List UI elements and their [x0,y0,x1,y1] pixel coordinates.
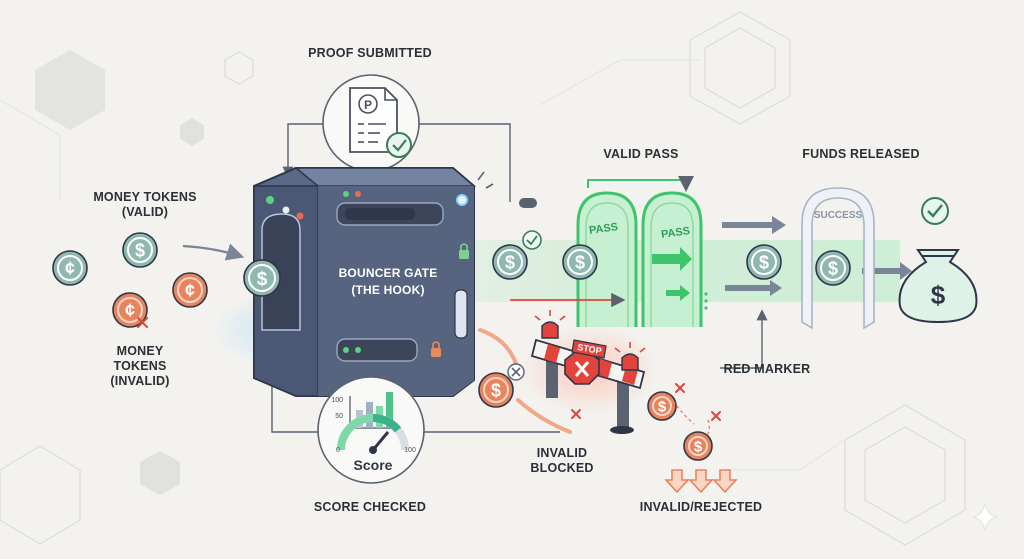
coin-symbol: $ [575,252,585,272]
cent-coin-icon: ¢ [172,272,208,308]
coin-symbol: ¢ [185,280,195,300]
dollar-coin-icon: $ [243,259,281,297]
reject-down-arrows [664,469,738,494]
toggle-indicator [519,198,537,208]
stop-barrier: STOP [530,310,646,434]
rejection-marks [137,317,721,421]
coin-symbol: $ [828,258,838,278]
coin-symbol: $ [759,252,769,272]
stop-sign-text: STOP [577,342,603,356]
invalid-tokens: ¢ ¢ $ $ $ [112,272,713,461]
gauge-tick-mid: 50 [335,413,343,420]
coin-symbol: $ [694,438,703,455]
dollar-coin-icon: $ [562,244,598,280]
valid-check-icon [522,230,542,250]
dollar-coin-icon: $ [478,372,514,408]
coin-symbol: $ [135,240,145,260]
arrow-into-gate [182,243,245,261]
pass-sign-1: PASS [588,221,619,237]
score-text: Score [354,457,393,473]
success-gate: SUCCESS [801,187,875,330]
label-valid-pass: VALID PASS [603,147,679,161]
coin-symbol: ¢ [125,300,135,320]
label-bouncer-gate: BOUNCER GATE (THE HOOK) [338,266,438,297]
coin-symbol: $ [257,269,268,290]
pass-sign-2: PASS [660,225,691,241]
dollar-coin-icon: $ [122,232,158,268]
reject-dashed-paths [669,395,711,439]
coin-symbol: $ [491,380,501,400]
score-gauge: 100 50 0 100 Score [317,376,425,484]
coin-symbol: $ [505,252,515,272]
valid-tokens: ¢ $ $ $ $ $ $ [52,232,851,297]
proof-submitted-icon: P [322,74,420,172]
gauge-tick-max: 100 [404,447,416,454]
dollar-coin-icon: $ [815,250,851,286]
coin-symbol: $ [658,398,667,415]
proof-letter: P [364,98,372,112]
success-sign: SUCCESS [814,210,863,221]
background-lines [0,59,846,471]
label-red-marker: RED MARKER [723,362,811,376]
dollar-coin-icon: $ [492,244,528,280]
cent-coin-icon: ¢ [52,250,88,286]
money-bag-dollar: $ [931,280,946,310]
label-invalid-blocked: INVALID BLOCKED [530,446,594,475]
label-money-tokens-invalid: MONEY TOKENS (INVALID) [110,344,170,388]
coin-symbol: ¢ [65,258,75,278]
label-money-tokens-valid: MONEY TOKENS (VALID) [93,190,197,219]
dollar-coin-icon: $ [746,244,782,280]
label-invalid-rejected: INVALID/REJECTED [639,500,763,514]
dollar-coin-icon: $ [647,391,677,421]
sparkle-icon [972,502,998,532]
funds-check-icon [921,197,949,225]
money-bag-icon: $ [898,249,978,324]
label-proof-submitted: PROOF SUBMITTED [308,46,432,60]
bouncer-gate-server [253,167,494,397]
gauge-tick-top: 100 [331,397,343,404]
gauge-tick-min: 0 [336,447,340,454]
background-hexagons [0,11,966,546]
flow-arrows [722,216,912,296]
reject-x-circle [507,363,525,381]
dollar-coin-icon: $ [683,431,713,461]
label-score-checked: SCORE CHECKED [313,500,427,514]
label-funds-released: FUNDS RELEASED [802,147,920,161]
valid-pass-bracket [587,176,694,192]
